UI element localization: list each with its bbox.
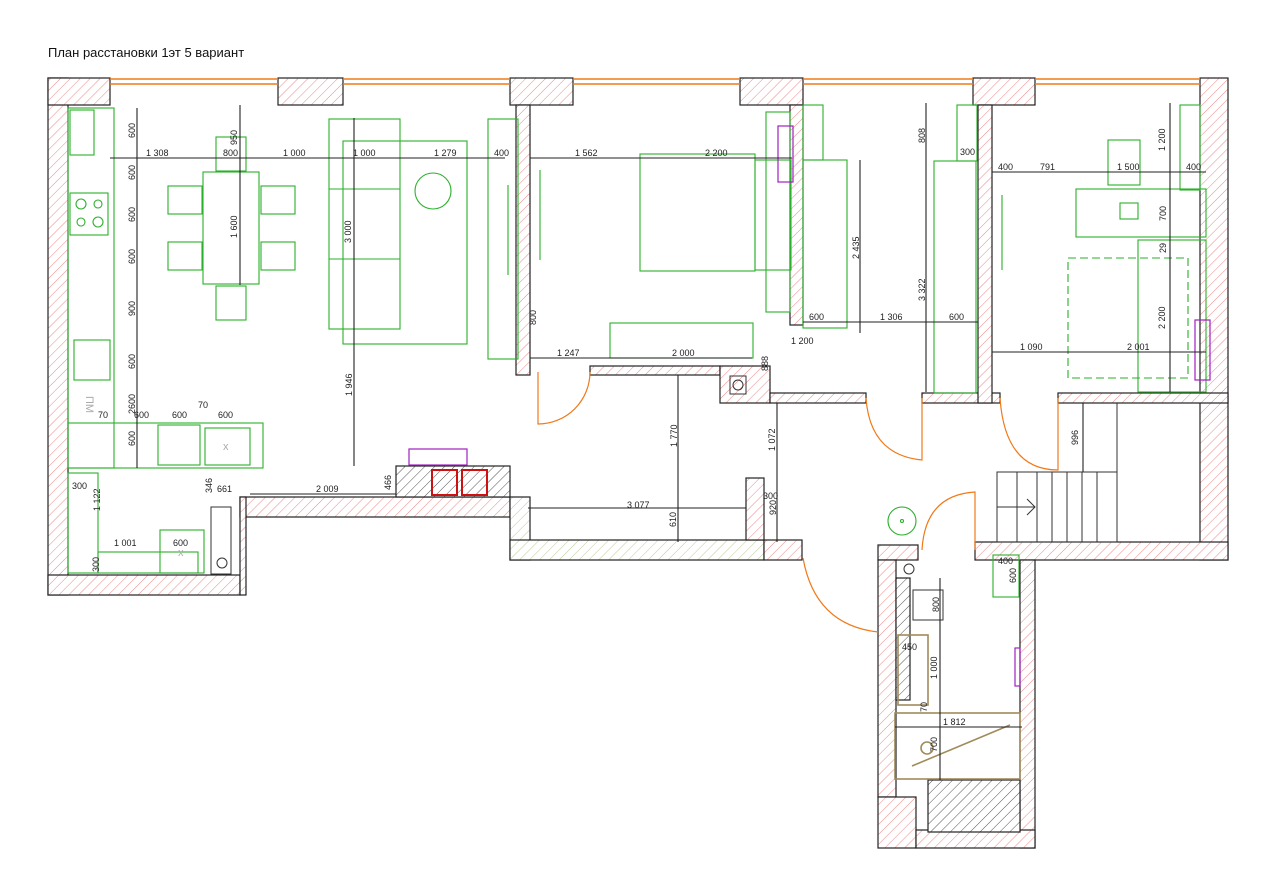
dim-label: 1 200 [1157, 128, 1167, 151]
dim-label: 3 077 [627, 500, 650, 510]
dim-label: 700 [929, 737, 939, 752]
dim-label: 400 [998, 162, 1013, 172]
windows [110, 78, 1200, 85]
dim-label: 1 562 [575, 148, 598, 158]
toilet-icon [912, 589, 944, 621]
plumbing [729, 375, 1021, 780]
dim-label: 600 [127, 249, 137, 264]
plan-title: План расстановки 1эт 5 вариант [48, 45, 245, 60]
dimension-labels-horizontal: 1 308 800 1 000 1 000 1 279 400 1 562 2 … [72, 147, 1201, 727]
dim-label: 70 [919, 702, 929, 712]
dimension-lines [110, 103, 1206, 780]
dim-label: 791 [1040, 162, 1055, 172]
dining-table [202, 171, 260, 285]
dim-label: 1 306 [880, 312, 903, 322]
dim-label: 950 [229, 130, 239, 145]
dim-label: 300 [72, 481, 87, 491]
dim-label: 900 [127, 301, 137, 316]
dim-label: 661 [217, 484, 232, 494]
dim-label: 600 [172, 410, 187, 420]
dim-label: 600 [134, 410, 149, 420]
dim-label: 600 [127, 431, 137, 446]
dim-label: 70 [98, 410, 108, 420]
dim-label: 70 [198, 400, 208, 410]
dim-label: 3 000 [343, 220, 353, 243]
dim-label: 700 [1158, 206, 1168, 221]
dim-label: 600 [218, 410, 233, 420]
dim-label: 1 200 [791, 336, 814, 346]
dim-label: 996 [1070, 430, 1080, 445]
shower-icon [897, 634, 929, 706]
cross-mark: x [178, 547, 184, 559]
walls [47, 77, 1229, 849]
dim-label: 2600 [127, 394, 137, 414]
dim-label: 400 [494, 148, 509, 158]
dim-label: 600 [127, 123, 137, 138]
dim-label: 1 770 [669, 424, 679, 447]
cooktop-icon [69, 192, 109, 236]
radiators [408, 125, 1211, 687]
dimension-labels-vertical: 600 950 600 1 600 3 000 600 600 900 600 … [91, 123, 1168, 752]
dim-label: 2 001 [1127, 342, 1150, 352]
dim-label: 1 308 [146, 148, 169, 158]
dim-label: 1 122 [92, 488, 102, 511]
dim-label: 800 [223, 148, 238, 158]
dim-label: 800 [931, 597, 941, 612]
dim-label: 920 [768, 500, 778, 515]
stair-arrow-icon [997, 498, 1036, 516]
dim-label: 2 435 [851, 236, 861, 259]
dim-label: 888 [760, 356, 770, 371]
dim-label: 1 279 [434, 148, 457, 158]
dim-label: 1 001 [114, 538, 137, 548]
bed [639, 153, 756, 272]
dim-label: 600 [127, 207, 137, 222]
dim-label: 1 000 [929, 656, 939, 679]
dim-label: 1 000 [283, 148, 306, 158]
dim-label: 2 000 [672, 348, 695, 358]
boiler [431, 469, 488, 496]
dim-label: 400 [1186, 162, 1201, 172]
dim-label: 2 200 [1157, 306, 1167, 329]
sofa [328, 118, 401, 330]
dim-label: 300 [91, 557, 101, 572]
dim-label: 300 [763, 491, 778, 501]
dim-label: 1 000 [353, 148, 376, 158]
dim-label: 600 [173, 538, 188, 548]
dim-label: 600 [127, 165, 137, 180]
dim-label: 610 [668, 512, 678, 527]
dim-label: 1 072 [767, 428, 777, 451]
dishwasher-label: ПМ [83, 396, 95, 413]
dim-label: 808 [917, 128, 927, 143]
bathtub-icon [894, 712, 1021, 780]
dim-label: 450 [902, 642, 917, 652]
dim-label: 1 946 [344, 373, 354, 396]
sink-icon [73, 339, 111, 381]
dim-label: 2 200 [705, 148, 728, 158]
dim-label: 600 [127, 354, 137, 369]
dim-label: 300 [960, 147, 975, 157]
dim-label: 1 500 [1117, 162, 1140, 172]
doors [537, 371, 1059, 633]
dim-label: 3 322 [917, 278, 927, 301]
dim-label: 2 009 [316, 484, 339, 494]
dim-label: 600 [949, 312, 964, 322]
dim-label: 1 600 [229, 215, 239, 238]
dim-label: 1 090 [1020, 342, 1043, 352]
cross-mark: x [223, 441, 229, 453]
dim-label: 600 [1008, 568, 1018, 583]
dim-label: 346 [204, 478, 214, 493]
dim-label: 600 [809, 312, 824, 322]
furniture [67, 104, 1207, 598]
dim-label: 466 [383, 475, 393, 490]
dim-label: 1 812 [943, 717, 966, 727]
dim-label: 1 247 [557, 348, 580, 358]
dim-label: 800 [528, 310, 538, 325]
dim-label: 29 [1158, 243, 1168, 253]
dim-label: 400 [998, 556, 1013, 566]
stairs [996, 403, 1118, 543]
